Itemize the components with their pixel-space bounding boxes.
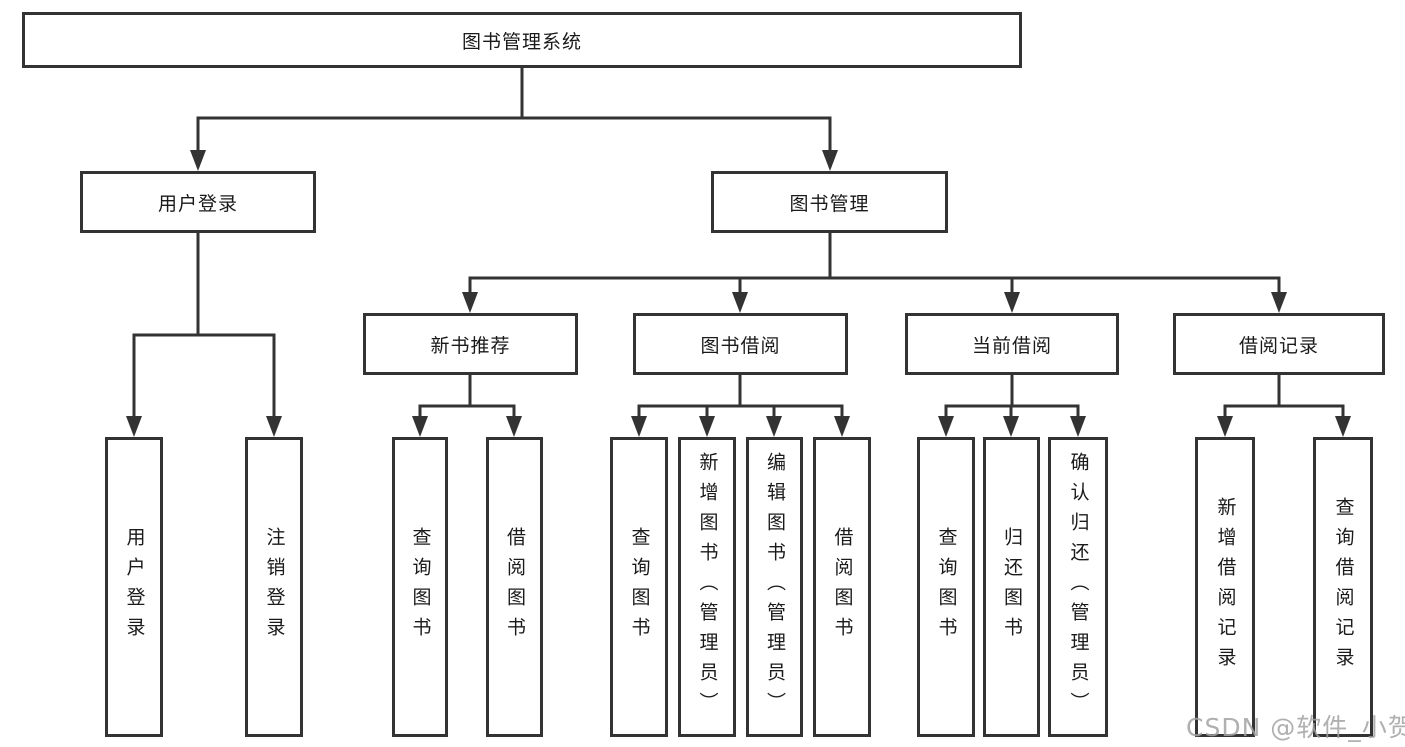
node-borrow-records: 借阅记录 <box>1173 313 1385 375</box>
node-current-borrow-label: 当前借阅 <box>971 334 1052 357</box>
leaf-add-book-admin: 新增图书（管理员） <box>678 437 736 737</box>
leaf-borrow-books-borrow-label: 借阅图书 <box>831 527 854 647</box>
connector-userlogin-to-leaves <box>126 231 282 437</box>
leaf-add-borrow-record-label: 新增借阅记录 <box>1214 497 1237 677</box>
leaf-edit-book-admin: 编辑图书（管理员） <box>746 437 803 737</box>
leaf-add-book-admin-label: 新增图书（管理员） <box>696 452 719 722</box>
leaf-return-book: 归还图书 <box>983 437 1040 737</box>
leaf-logout: 注销登录 <box>245 437 303 737</box>
leaf-borrow-books-borrow: 借阅图书 <box>813 437 871 737</box>
leaf-query-borrow-record-label: 查询借阅记录 <box>1332 497 1355 677</box>
node-book-borrow-label: 图书借阅 <box>700 334 781 357</box>
connector-bookborrow-to-leaves <box>631 373 850 437</box>
connector-bookmgmt-to-level2 <box>462 231 1287 313</box>
leaf-query-books-recommend: 查询图书 <box>392 437 448 737</box>
leaf-query-books-current: 查询图书 <box>917 437 975 737</box>
connector-newbook-to-leaves <box>412 373 522 437</box>
connector-root-to-level1 <box>190 66 838 171</box>
leaf-logout-label: 注销登录 <box>263 527 286 647</box>
leaf-return-book-label: 归还图书 <box>1001 527 1023 647</box>
watermark-text: CSDN @软件_小贺同学 <box>1186 713 1405 742</box>
leaf-add-borrow-record: 新增借阅记录 <box>1195 437 1255 737</box>
leaf-borrow-books-recommend-label: 借阅图书 <box>504 527 526 647</box>
node-book-management-label: 图书管理 <box>789 192 870 215</box>
leaf-edit-book-admin-label: 编辑图书（管理员） <box>764 452 786 722</box>
node-current-borrow: 当前借阅 <box>905 313 1119 375</box>
node-user-login: 用户登录 <box>80 171 316 233</box>
node-root: 图书管理系统 <box>22 12 1022 68</box>
connector-currentborrow-to-leaves <box>938 373 1086 437</box>
node-book-management: 图书管理 <box>711 171 948 233</box>
leaf-query-books-current-label: 查询图书 <box>935 527 958 647</box>
leaf-query-books-borrow: 查询图书 <box>610 437 668 737</box>
leaf-user-login: 用户登录 <box>105 437 163 737</box>
node-book-borrow: 图书借阅 <box>633 313 848 375</box>
leaf-confirm-return-admin: 确认归还（管理员） <box>1048 437 1108 737</box>
node-new-book-recommend-label: 新书推荐 <box>430 334 511 357</box>
connector-borrowrecord-to-leaves <box>1217 373 1351 437</box>
leaf-query-books-recommend-label: 查询图书 <box>409 527 432 647</box>
node-new-book-recommend: 新书推荐 <box>363 313 578 375</box>
node-root-label: 图书管理系统 <box>461 30 582 53</box>
leaf-user-login-label: 用户登录 <box>123 527 146 647</box>
leaf-query-borrow-record: 查询借阅记录 <box>1313 437 1373 737</box>
leaf-confirm-return-admin-label: 确认归还（管理员） <box>1067 452 1090 722</box>
leaf-borrow-books-recommend: 借阅图书 <box>486 437 543 737</box>
node-user-login-label: 用户登录 <box>157 192 238 215</box>
node-borrow-records-label: 借阅记录 <box>1238 334 1319 357</box>
leaf-query-books-borrow-label: 查询图书 <box>628 527 651 647</box>
